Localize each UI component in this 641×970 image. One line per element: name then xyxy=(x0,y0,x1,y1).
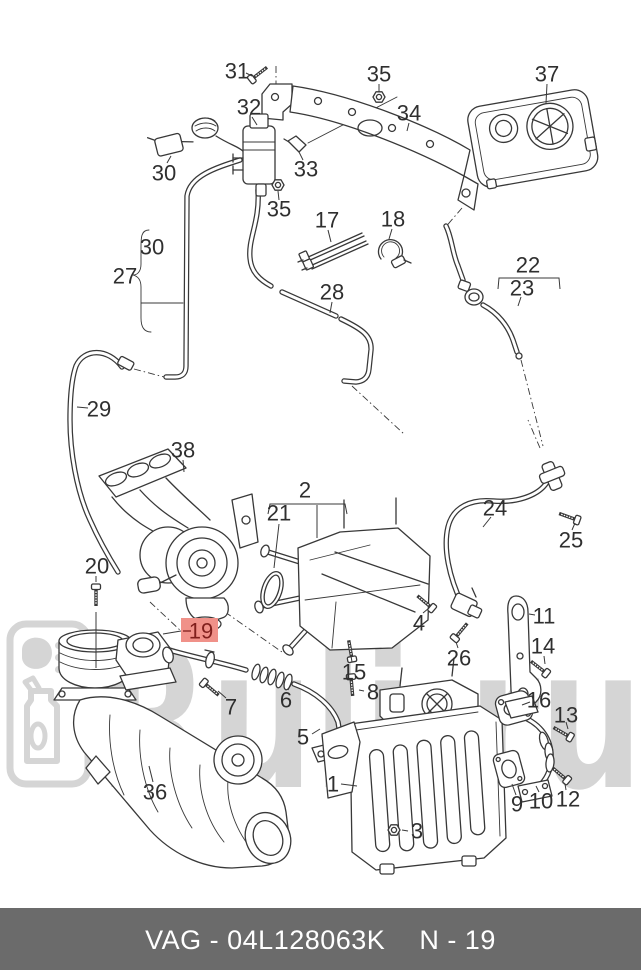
leader-line xyxy=(535,785,540,793)
part-label-23[interactable]: 23 xyxy=(510,276,534,301)
part-label-16[interactable]: 16 xyxy=(527,688,551,713)
leader-line xyxy=(358,689,365,692)
leader-line xyxy=(311,728,321,735)
part-label-24[interactable]: 24 xyxy=(483,496,507,521)
turbocharger-manifold-drawing xyxy=(98,448,259,632)
leader-line xyxy=(406,122,410,132)
leader-line xyxy=(388,228,393,240)
leader-line xyxy=(166,155,172,164)
part-label-35[interactable]: 35 xyxy=(367,62,391,87)
leader-line xyxy=(340,783,358,787)
leader-line xyxy=(273,523,280,569)
leader-line xyxy=(571,522,576,531)
part-label-37[interactable]: 37 xyxy=(535,62,559,87)
part-label-5[interactable]: 5 xyxy=(297,725,309,750)
leader-line xyxy=(327,229,332,243)
part-label-33[interactable]: 33 xyxy=(294,157,318,182)
leader-line xyxy=(162,630,182,635)
connector-30-drawing xyxy=(146,132,194,157)
part-label-7[interactable]: 7 xyxy=(225,695,237,720)
part-label-26[interactable]: 26 xyxy=(447,646,471,671)
coolant-housing-drawing xyxy=(254,497,431,656)
part-label-21[interactable]: 21 xyxy=(267,501,291,526)
part-label-6[interactable]: 6 xyxy=(280,688,292,713)
leader-line xyxy=(182,459,185,473)
part-label-11[interactable]: 11 xyxy=(533,604,556,629)
leader-line xyxy=(329,301,333,314)
part-label-10[interactable]: 10 xyxy=(529,789,553,814)
part-label-17[interactable]: 17 xyxy=(315,208,339,233)
part-label-15[interactable]: 15 xyxy=(342,660,366,685)
leader-line xyxy=(543,655,546,665)
leader-line xyxy=(251,116,258,126)
cable-ties-17-drawing xyxy=(297,232,369,271)
part-label-13[interactable]: 13 xyxy=(554,703,578,728)
part-label-20[interactable]: 20 xyxy=(85,554,109,579)
hose-clamp-18-drawing xyxy=(377,239,412,269)
leader-line xyxy=(350,655,353,663)
part-label-14[interactable]: 14 xyxy=(531,634,555,659)
leader-line xyxy=(422,607,430,614)
pipe-24-drawing xyxy=(450,461,566,619)
part-label-12[interactable]: 12 xyxy=(556,787,580,812)
part-label-19-highlighted[interactable]: 19 xyxy=(189,619,213,644)
leader-line xyxy=(482,516,492,528)
leader-line xyxy=(565,721,569,730)
part-label-32[interactable]: 32 xyxy=(237,95,261,120)
part-label-8[interactable]: 8 xyxy=(367,680,379,705)
part-label-27[interactable]: 27 xyxy=(113,264,137,289)
leader-line xyxy=(545,83,548,104)
part-label-22[interactable]: 22 xyxy=(516,253,540,278)
bracket-34-drawing xyxy=(289,85,479,211)
intake-manifold-drawing xyxy=(73,696,292,869)
leader-line xyxy=(287,680,293,691)
leader-line xyxy=(245,72,253,77)
leader-line xyxy=(76,406,89,409)
leader-line xyxy=(217,690,227,699)
leader-line xyxy=(148,765,154,783)
cylinder-head-cover-drawing xyxy=(467,89,599,190)
leader-line xyxy=(455,641,459,649)
leader-line xyxy=(401,829,409,832)
part-label-31[interactable]: 31 xyxy=(225,59,249,84)
catalog-part-code: VAG - 04L128063K xyxy=(145,924,386,955)
leader-line xyxy=(564,783,567,791)
leader-line xyxy=(517,296,522,307)
egr-valve-throttle-drawing xyxy=(53,612,177,701)
part-label-38[interactable]: 38 xyxy=(171,438,195,463)
leader-line xyxy=(528,613,536,616)
brace-27-drawing xyxy=(117,229,184,371)
part-label-30[interactable]: 30 xyxy=(140,235,164,260)
part-label-36[interactable]: 36 xyxy=(143,780,167,805)
part-label-34[interactable]: 34 xyxy=(397,101,421,126)
part-label-25[interactable]: 25 xyxy=(559,528,583,553)
part-label-29[interactable]: 29 xyxy=(87,397,111,422)
part-label-4[interactable]: 4 xyxy=(413,611,425,636)
vacuum-valve-assembly-drawing xyxy=(146,83,398,197)
part-label-1[interactable]: 1 xyxy=(327,772,339,797)
part-label-28[interactable]: 28 xyxy=(320,280,344,305)
part-label-30[interactable]: 30 xyxy=(152,161,176,186)
highlighted-label-background xyxy=(181,618,218,642)
part-label-2[interactable]: 2 xyxy=(299,478,311,503)
bracket-11-pipe-10-drawing xyxy=(492,595,555,803)
leader-line xyxy=(298,151,304,161)
part-label-35[interactable]: 35 xyxy=(267,197,291,222)
catalog-footer: VAG - 04L128063K N - 19 xyxy=(0,908,641,970)
solenoid-valve-32-drawing xyxy=(232,113,276,197)
part-label-9[interactable]: 9 xyxy=(511,792,523,817)
part-label-3[interactable]: 3 xyxy=(411,819,423,844)
leader-line xyxy=(521,701,531,706)
part-label-18[interactable]: 18 xyxy=(381,207,405,232)
hose-22-23-drawing xyxy=(457,277,561,360)
catalog-page-code: N - 19 xyxy=(419,924,496,955)
leader-line xyxy=(277,190,280,201)
leader-line xyxy=(511,783,517,796)
